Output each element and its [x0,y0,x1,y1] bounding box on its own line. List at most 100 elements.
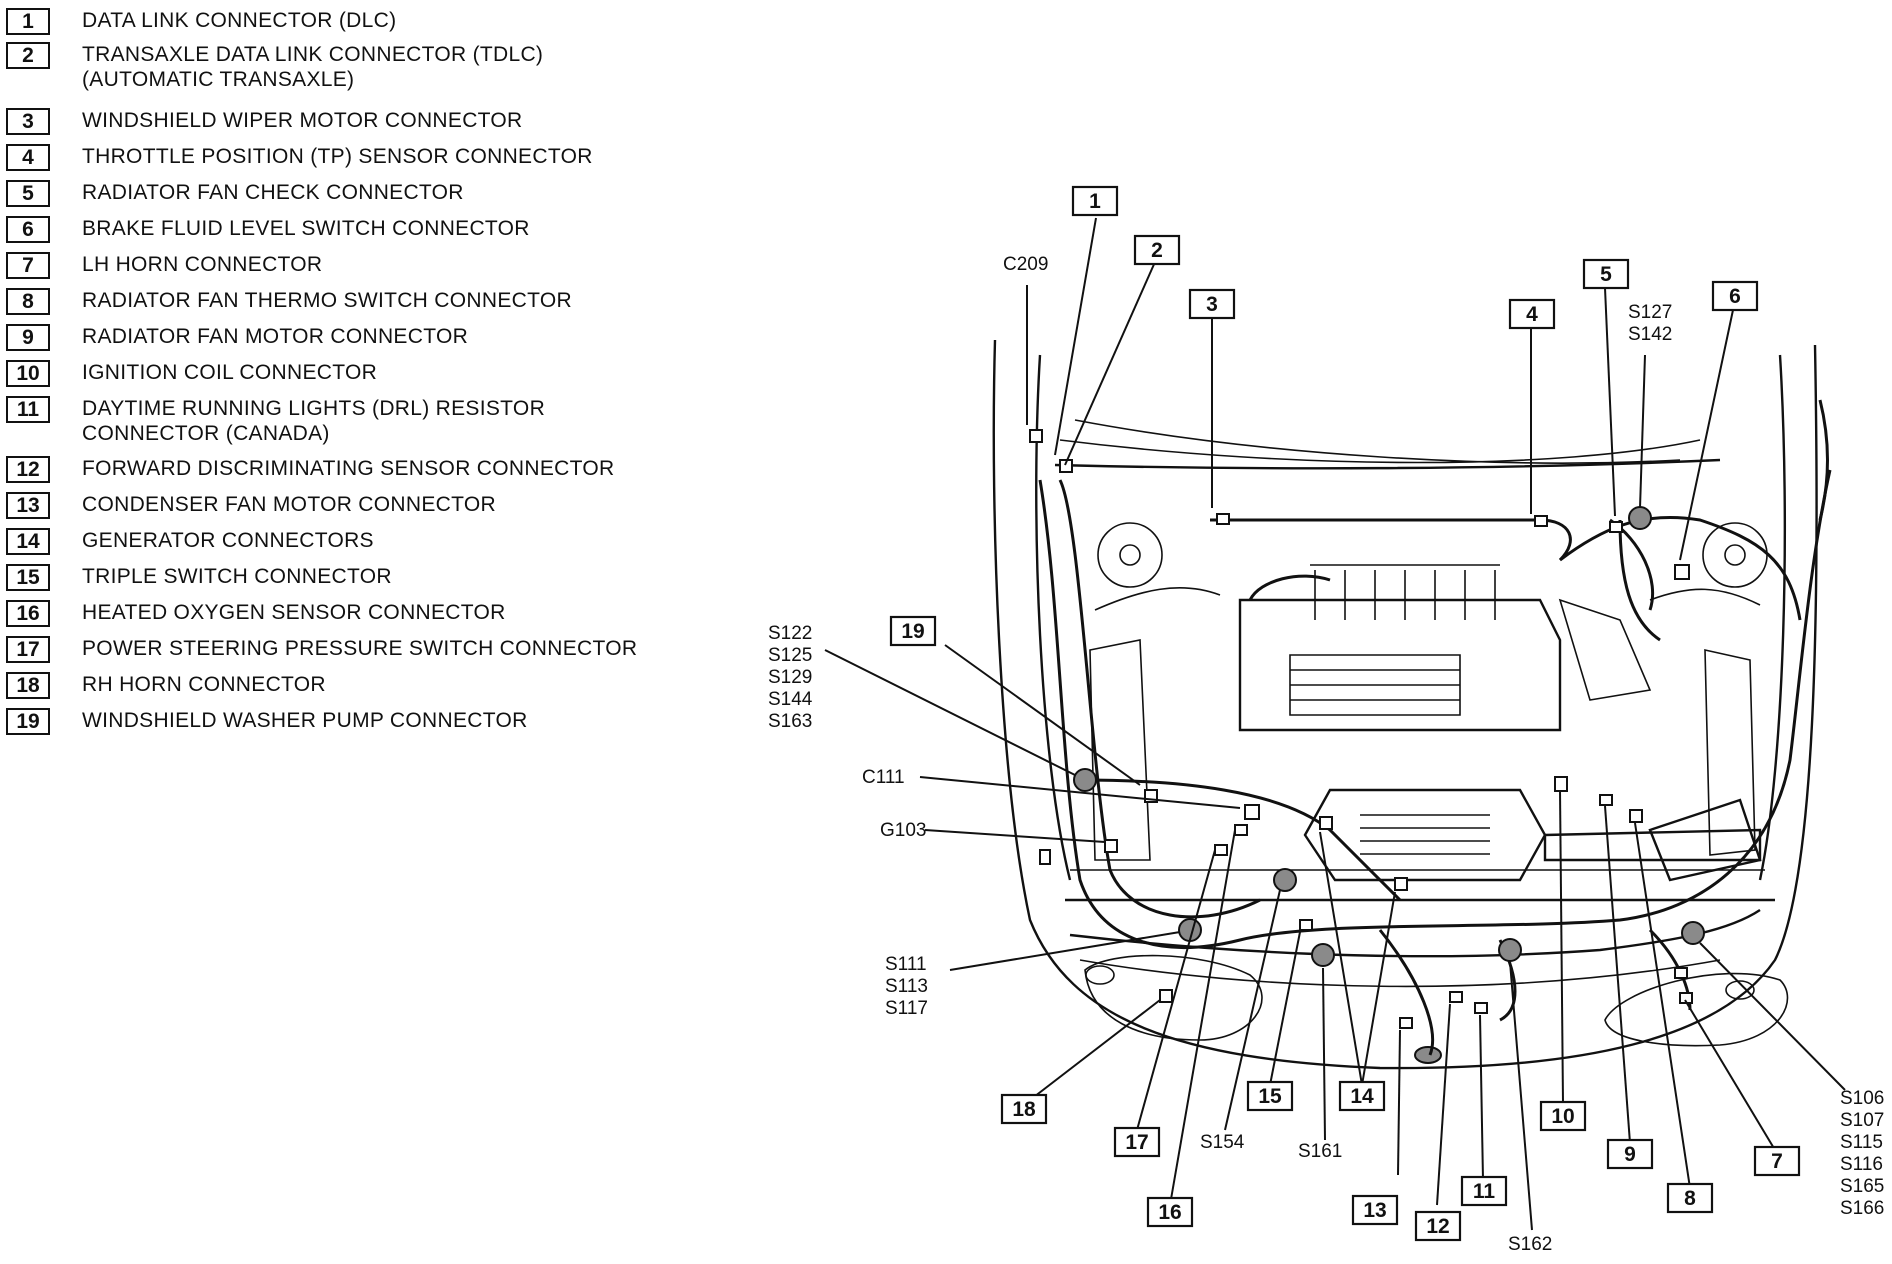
label-line: S144 [768,689,813,710]
legend-description: BRAKE FLUID LEVEL SWITCH CONNECTOR [82,217,530,240]
legend-item-1: 1 DATA LINK CONNECTOR (DLC) [6,8,396,35]
legend-description: TRIPLE SWITCH CONNECTOR [82,565,392,588]
legend-item-12: 12 FORWARD DISCRIMINATING SENSOR CONNECTO… [6,456,614,483]
legend-description: FORWARD DISCRIMINATING SENSOR CONNECTOR [82,457,615,480]
callout-16: 16 [1146,1196,1194,1228]
legend-number-box: 6 [6,216,50,243]
svg-text:6: 6 [1729,285,1741,308]
label-line: S129 [768,667,812,688]
legend-number-box: 18 [6,672,50,699]
legend-description: LH HORN CONNECTOR [82,253,323,276]
legend-item-10: 10 IGNITION COIL CONNECTOR [6,360,377,387]
legend-description: THROTTLE POSITION (TP) SENSOR CONNECTOR [82,145,593,168]
svg-text:3: 3 [1206,293,1218,316]
svg-text:18: 18 [1012,1098,1036,1121]
legend-item-19: 19 WINDSHIELD WASHER PUMP CONNECTOR [6,708,528,735]
svg-text:12: 12 [1426,1215,1449,1238]
legend-item-3: 3 WINDSHIELD WIPER MOTOR CONNECTOR [6,108,523,135]
label-s154: S154 [1200,1132,1245,1153]
legend-number-box: 12 [6,456,50,483]
legend-number-box: 14 [6,528,50,555]
svg-text:19: 19 [901,620,924,643]
label-line: S111 [885,954,927,975]
callout-7: 7 [1753,1145,1801,1177]
legend-description: DATA LINK CONNECTOR (DLC) [82,9,397,32]
harness-connectors [1029,429,1693,1029]
label-line: S116 [1840,1154,1883,1175]
legend-item-2: 2 TRANSAXLE DATA LINK CONNECTOR (TDLC) (A… [6,42,543,92]
label-line: S166 [1840,1198,1884,1219]
legend-description: DAYTIME RUNNING LIGHTS (DRL) RESISTOR CO… [82,397,546,445]
legend-number-box: 9 [6,324,50,351]
legend-number-box: 3 [6,108,50,135]
svg-text:17: 17 [1125,1131,1148,1154]
legend-number-box: 10 [6,360,50,387]
callout-3: 3 [1188,288,1236,320]
legend-number-box: 5 [6,180,50,207]
callout-17: 17 [1113,1126,1161,1158]
callout-14: 14 [1338,1080,1386,1112]
legend-item-7: 7 LH HORN CONNECTOR [6,252,322,279]
callout-15: 15 [1246,1080,1294,1112]
svg-text:11: 11 [1473,1180,1496,1203]
label-s161: S161 [1298,1141,1342,1162]
callout-13: 13 [1351,1194,1399,1226]
legend-description: GENERATOR CONNECTORS [82,529,374,552]
svg-text:9: 9 [1624,1143,1636,1166]
legend-number-box: 1 [6,8,50,35]
callout-1: 1 [1071,185,1119,217]
svg-text:1: 1 [1089,190,1101,213]
legend-number-box: 15 [6,564,50,591]
legend-number-box: 11 [6,396,50,423]
legend-number-box: 13 [6,492,50,519]
vehicle-body-outline [992,339,1818,1070]
label-line: S106 [1840,1088,1884,1109]
callout-5: 5 [1582,258,1630,290]
legend-number-box: 2 [6,42,50,69]
svg-text:7: 7 [1771,1150,1783,1173]
legend-item-13: 13 CONDENSER FAN MOTOR CONNECTOR [6,492,496,519]
label-line: S113 [885,976,928,997]
callout-12: 12 [1414,1210,1462,1242]
label-c209: C209 [1003,254,1048,275]
legend-description: TRANSAXLE DATA LINK CONNECTOR (TDLC) (AU… [82,43,544,91]
svg-text:5: 5 [1600,263,1612,286]
callout-6: 6 [1711,280,1759,312]
legend-description: HEATED OXYGEN SENSOR CONNECTOR [82,601,506,624]
legend-number-box: 4 [6,144,50,171]
legend-description: POWER STEERING PRESSURE SWITCH CONNECTOR [82,637,638,660]
svg-text:15: 15 [1258,1085,1282,1108]
callout-9: 9 [1606,1138,1654,1170]
callout-19: 19 [889,615,937,647]
legend-item-6: 6 BRAKE FLUID LEVEL SWITCH CONNECTOR [6,216,530,243]
label-g103: G103 [880,820,926,841]
svg-text:14: 14 [1350,1085,1374,1108]
label-line: S163 [768,711,812,732]
svg-text:4: 4 [1526,303,1538,326]
legend-item-11: 11 DAYTIME RUNNING LIGHTS (DRL) RESISTOR … [6,396,545,446]
callout-2: 2 [1133,234,1181,266]
legend-number-box: 7 [6,252,50,279]
legend-description: WINDSHIELD WIPER MOTOR CONNECTOR [82,109,523,132]
svg-text:2: 2 [1151,239,1163,262]
legend-description: IGNITION COIL CONNECTOR [82,361,378,384]
svg-text:8: 8 [1684,1187,1696,1210]
callout-4: 4 [1508,298,1556,330]
legend-description: WINDSHIELD WASHER PUMP CONNECTOR [82,709,528,732]
callout-18: 18 [1000,1093,1048,1125]
legend-number-box: 19 [6,708,50,735]
label-line: S122 [768,623,812,644]
label-line: S115 [1840,1132,1883,1153]
callout-10: 10 [1539,1100,1587,1132]
legend-item-15: 15 TRIPLE SWITCH CONNECTOR [6,564,392,591]
label-s162: S162 [1508,1234,1552,1255]
legend-number-box: 16 [6,600,50,627]
legend-description: CONDENSER FAN MOTOR CONNECTOR [82,493,496,516]
